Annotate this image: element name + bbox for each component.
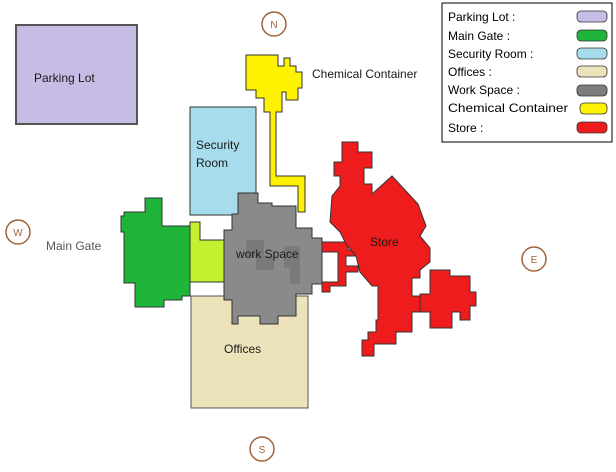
compass-north-letter: N — [270, 20, 277, 31]
security-room-label-line2: Room — [196, 156, 228, 170]
legend-item: Store : — [448, 121, 608, 135]
legend-item-label: Store : — [448, 121, 483, 135]
legend-swatch — [576, 65, 608, 78]
legend-item: Parking Lot : — [448, 10, 608, 24]
chemical-container-zone[interactable] — [245, 54, 306, 213]
parking-lot-label: Parking Lot — [34, 71, 95, 85]
gate-connector-zone[interactable] — [189, 221, 225, 283]
main-gate-label: Main Gate — [46, 239, 102, 253]
compass-east-letter: E — [531, 255, 538, 266]
store-annex-zone[interactable] — [419, 269, 477, 329]
security-room-label-line1: Security — [196, 138, 239, 152]
legend-item: Security Room : — [448, 47, 608, 61]
legend-item-label: Chemical Container — [448, 101, 568, 115]
legend-item: Offices : — [448, 65, 608, 79]
offices-label: Offices — [224, 342, 261, 356]
compass-east: E — [521, 246, 547, 272]
compass-west: W — [5, 219, 31, 245]
work-space-shading — [246, 240, 300, 284]
legend-item-label: Main Gate : — [448, 29, 510, 43]
work-space-label: work Space — [235, 247, 299, 261]
compass-west-letter: W — [13, 228, 23, 239]
compass-south-letter: S — [259, 445, 266, 456]
legend-item: Main Gate : — [448, 29, 608, 43]
chemical-container-label: Chemical Container — [312, 67, 417, 81]
legend-item-label: Work Space : — [448, 83, 520, 97]
legend-item: Chemical Container — [448, 101, 608, 115]
compass-south: S — [249, 436, 275, 462]
legend-swatch — [579, 102, 608, 115]
main-gate-zone[interactable] — [120, 197, 191, 308]
compass-north-ring — [261, 11, 287, 37]
compass-north: N — [261, 11, 287, 37]
legend-swatch — [576, 10, 608, 23]
legend-item: Work Space : — [448, 83, 608, 97]
legend-swatch — [576, 121, 608, 134]
legend-swatch — [576, 47, 608, 60]
legend-item-label: Parking Lot : — [448, 10, 515, 24]
compass-south-ring — [249, 436, 275, 462]
store-label: Store — [370, 235, 399, 249]
legend-item-label: Security Room : — [448, 47, 533, 61]
legend: Parking Lot : Main Gate : Security Room … — [441, 2, 613, 143]
legend-item-label: Offices : — [448, 65, 492, 79]
store-zone[interactable] — [329, 141, 431, 357]
parking-lot-zone[interactable] — [15, 24, 138, 125]
legend-swatch — [576, 29, 608, 42]
legend-swatch — [576, 84, 608, 97]
compass-west-ring — [5, 219, 31, 245]
compass-east-ring — [521, 246, 547, 272]
